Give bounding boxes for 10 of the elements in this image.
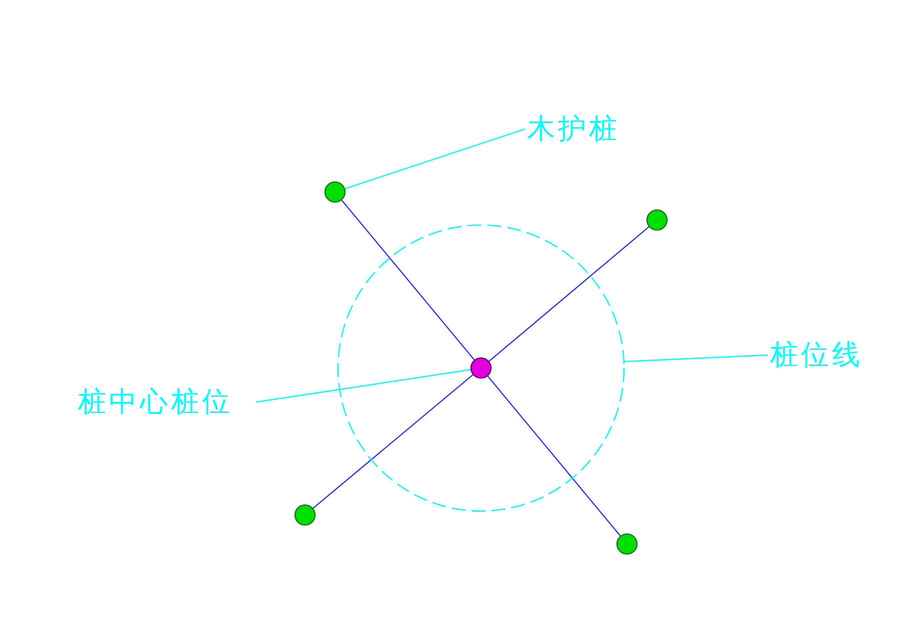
axis-line bbox=[488, 226, 650, 362]
leader-line bbox=[344, 128, 526, 190]
callout-label: 桩位线 bbox=[770, 338, 863, 372]
axis-line bbox=[486, 375, 622, 537]
leader-line bbox=[624, 354, 768, 362]
leader-line bbox=[256, 368, 472, 403]
axis-line bbox=[340, 199, 476, 361]
axis-line bbox=[312, 374, 474, 510]
callout-label: 桩中心桩位 bbox=[78, 385, 233, 419]
callout-label: 木护桩 bbox=[527, 112, 620, 146]
